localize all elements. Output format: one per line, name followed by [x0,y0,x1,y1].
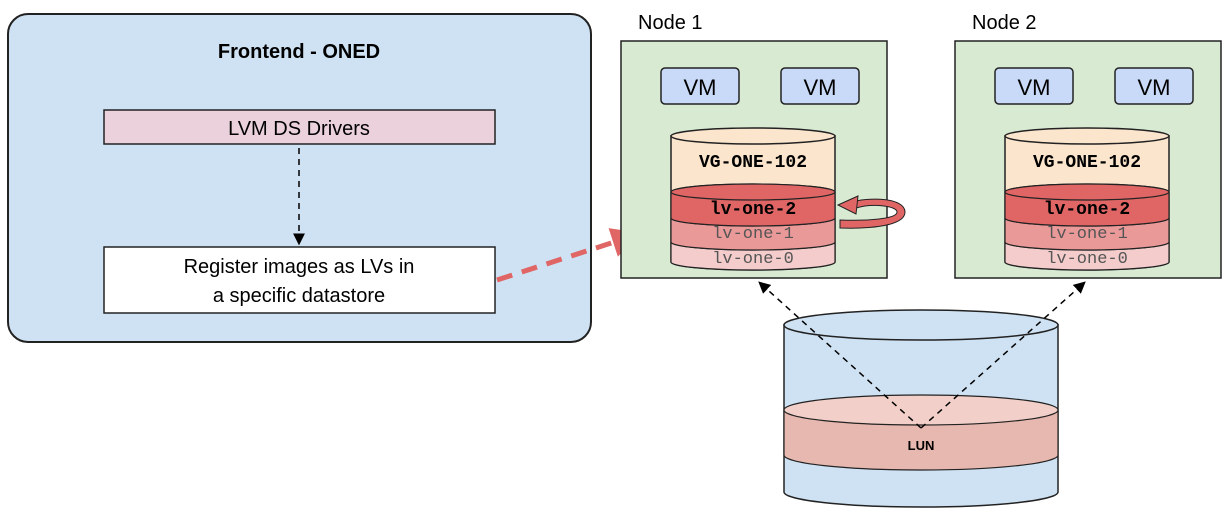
node-2-lv-1: lv-one-1 [1004,217,1170,251]
lun-label: LUN [908,438,935,453]
lun-band: LUN [783,394,1059,471]
lun-to-node1-arrow [758,281,922,429]
node-1-lv-1-label: lv-one-1 [712,225,794,244]
node-2-lv-1-label: lv-one-1 [1046,225,1128,244]
frontend-title: Frontend - ONED [218,41,380,63]
register-line-1: Register images as LVs in [184,256,415,278]
node-1-vm-1: VM [660,67,740,105]
node-2-vm-2: VM [1114,67,1194,105]
node-2-lv-0-label: lv-one-0 [1046,250,1128,269]
node-1: Node 1 VM VM VG-ONE-102 lv-one-0 lv-one-… [620,12,906,279]
node-2-lv-2-label: lv-one-2 [1044,200,1130,220]
node-1-vg-label: VG-ONE-102 [699,153,807,173]
node-1-volume-stack: VG-ONE-102 lv-one-0 lv-one-1 lv-one-2 [670,127,836,271]
node-2-vm-2-label: VM [1138,75,1171,100]
node-1-refresh-arrow [836,195,906,229]
node-2-vm-1: VM [994,67,1074,105]
node-2: Node 2 VM VM VG-ONE-102 lv-one-0 lv-one-… [954,12,1222,279]
node-2-vg-label: VG-ONE-102 [1033,153,1141,173]
node-1-lv-2: lv-one-2 [670,183,836,227]
lvm-ds-drivers-label: LVM DS Drivers [228,118,370,140]
node-2-lv-2: lv-one-2 [1004,183,1170,227]
node-1-lv-1: lv-one-1 [670,217,836,251]
shared-storage-cylinder: LUN [783,309,1059,508]
register-line-2: a specific datastore [213,285,385,307]
node-2-title: Node 2 [972,12,1037,34]
lvm-ds-drivers-box: LVM DS Drivers [103,109,496,145]
node-1-lv-0-label: lv-one-0 [712,250,794,269]
node-1-vm-2-label: VM [804,75,837,100]
node-1-lv-2-label: lv-one-2 [710,200,796,220]
register-images-box: Register images as LVs in a specific dat… [103,246,496,314]
node-2-vm-1-label: VM [1018,75,1051,100]
frontend-panel: Frontend - ONED LVM DS Drivers Register … [7,13,592,343]
node-2-volume-stack: VG-ONE-102 lv-one-0 lv-one-1 lv-one-2 [1004,127,1170,271]
node-1-vm-2: VM [780,67,860,105]
lun-to-node2-arrow [920,281,1086,429]
node-1-title: Node 1 [638,12,703,34]
node-1-vm-1-label: VM [684,75,717,100]
